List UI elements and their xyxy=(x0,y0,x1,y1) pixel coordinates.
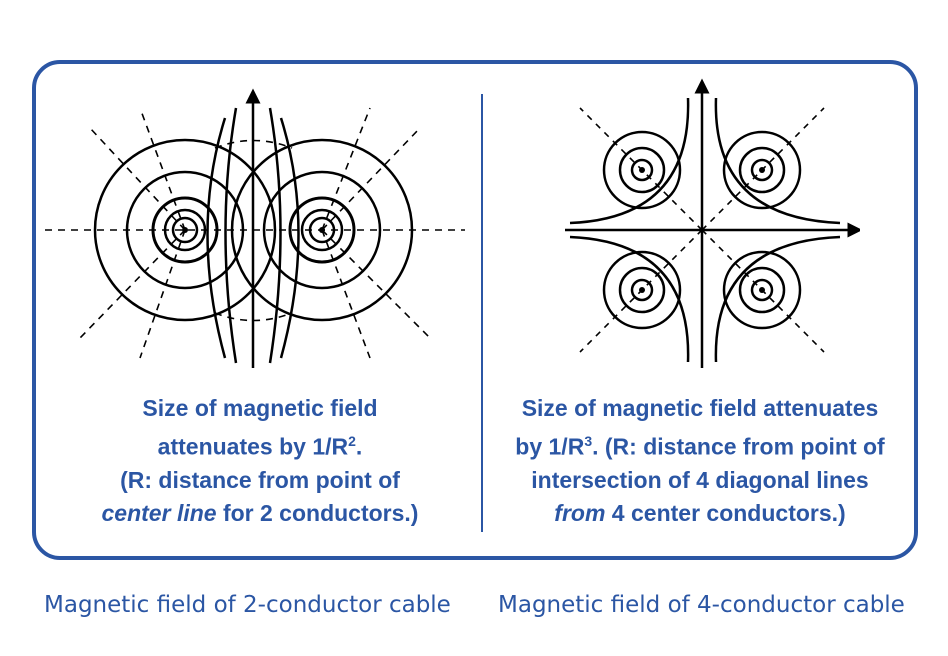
left-note-line-3: (R: distance from point of xyxy=(120,466,400,493)
right-note-italic: from xyxy=(554,499,606,526)
right-note-line-2: by 1/R3. (R: distance from point of xyxy=(490,425,910,464)
right-attenuation-note: Size of magnetic field attenuates by 1/R… xyxy=(490,392,910,530)
left-note-line-4: center line for 2 conductors.) xyxy=(56,497,464,530)
right-caption: Magnetic field of 4-conductor cable xyxy=(498,592,905,618)
right-note-exponent: 3 xyxy=(584,433,593,449)
two-conductor-field-diagram xyxy=(40,88,470,378)
diagram-frame xyxy=(32,60,918,560)
left-note-exponent: 2 xyxy=(348,433,356,449)
right-note-line-3: intersection of 4 diagonal lines xyxy=(531,466,869,493)
left-note-line-2-text: attenuates by 1/R xyxy=(157,433,349,460)
left-attenuation-note: Size of magnetic field attenuates by 1/R… xyxy=(56,392,464,530)
left-note-line-2-end: . xyxy=(355,433,363,460)
right-note-line-2-end: . (R: distance from point of xyxy=(592,433,885,460)
left-note-line-1: Size of magnetic field xyxy=(142,395,378,421)
right-note-line-4: from 4 center conductors.) xyxy=(490,497,910,530)
right-note-line-4-rest: 4 center conductors.) xyxy=(605,499,846,526)
left-note-line-2: attenuates by 1/R2. xyxy=(56,425,464,464)
four-conductor-field-diagram xyxy=(560,78,860,378)
panel-divider xyxy=(481,94,483,532)
left-caption: Magnetic field of 2-conductor cable xyxy=(44,592,451,618)
right-note-line-2-text: by 1/R xyxy=(515,433,585,460)
right-note-line-1: Size of magnetic field attenuates xyxy=(521,395,879,421)
left-note-line-4-rest: for 2 conductors.) xyxy=(216,499,419,526)
left-note-italic: center line xyxy=(101,499,217,526)
